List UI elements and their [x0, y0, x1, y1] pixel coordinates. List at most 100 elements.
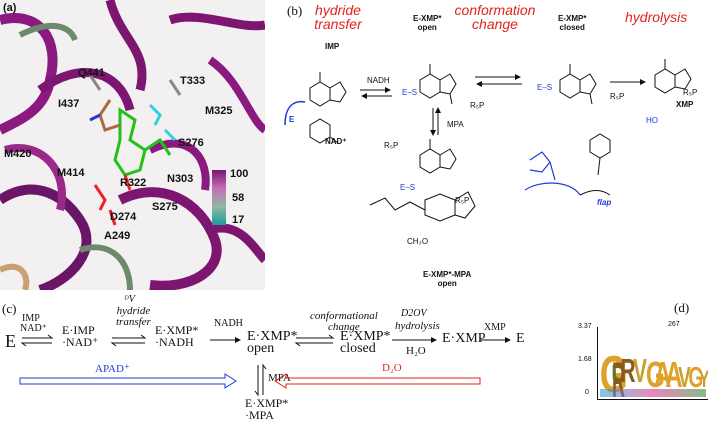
- residue-N303: N303: [167, 173, 194, 185]
- label-h2o: H₂O: [406, 345, 426, 357]
- step-hydride-transfer: hydride transfer: [314, 2, 362, 32]
- logo-g2: G: [646, 355, 665, 395]
- label-r5p-closed: R₅P: [610, 92, 625, 101]
- label-hydride-transfer-c: hydride transfer: [116, 305, 151, 328]
- ribbon-6: [37, 68, 135, 112]
- label-nad-c: NAD⁺: [20, 323, 47, 334]
- step-hydrolysis: hydrolysis: [625, 9, 688, 25]
- label-xmp: XMP: [676, 100, 694, 109]
- logo-v1: V: [633, 352, 647, 389]
- label-es-closed: E–S: [537, 83, 553, 92]
- residue-T333: T333: [180, 75, 206, 87]
- enzyme-arc-1: [284, 100, 306, 126]
- ligand-sticks: [88, 74, 182, 226]
- label-d2ov: D2OV: [401, 308, 427, 319]
- protein-structure: [0, 0, 265, 290]
- mpa-complex-structure: [369, 139, 476, 222]
- ytick-max: 3.37: [578, 323, 592, 330]
- residue-Q441: Q441: [78, 67, 105, 79]
- residue-D274: D274: [110, 211, 137, 223]
- structure-panel: (a) Q441 T333 I437 M325 M420 S276 M414 R…: [0, 0, 265, 290]
- residue-I437: I437: [58, 98, 80, 110]
- imp-structure: [309, 72, 347, 144]
- label-exmp-closed: E-XMP* closed: [558, 14, 587, 32]
- label-hydrolysis-c: hydrolysis: [395, 320, 440, 332]
- logo-r2: R: [620, 352, 635, 389]
- colorbar-mid: 58: [232, 192, 245, 204]
- exmp-closed-structure: [559, 64, 597, 105]
- kinetic-scheme-arrows: [19, 334, 511, 397]
- logo-a1: A: [654, 355, 671, 395]
- logo-g3: G: [688, 362, 703, 394]
- species-e-xmp-mpa: E·XMP* ·MPA: [245, 396, 289, 422]
- colorbar: [212, 170, 226, 225]
- xmp-structure: [654, 59, 692, 94]
- ribbon-7: [0, 184, 92, 290]
- species-e-xmp-open: E·XMP* open: [247, 329, 298, 356]
- species-e-imp-nad: E·IMP ·NAD⁺: [62, 323, 99, 349]
- logo-v2: V: [678, 362, 691, 394]
- position-label: 267: [668, 321, 680, 328]
- label-imp: IMP: [325, 42, 340, 51]
- label-exmp-open: E-XMP* open: [413, 14, 442, 32]
- ribbon-9: [117, 187, 222, 290]
- exmp-open-structure: [419, 64, 457, 105]
- species-e-end: E: [516, 331, 525, 346]
- tyr-structure: [579, 133, 611, 196]
- label-d2o: D₂O: [382, 362, 402, 374]
- residue-M414: M414: [57, 167, 85, 179]
- residue-M420: M420: [4, 148, 32, 160]
- panel-b-label: (b): [287, 3, 303, 18]
- label-imp-c: IMP: [22, 313, 40, 324]
- label-exmp-mpa: E-XMP*-MPA open: [423, 270, 472, 288]
- step-conformation-change: conformation change: [454, 2, 536, 32]
- label-es-open: E–S: [402, 88, 418, 97]
- label-r5p-mpa: R₅P: [455, 196, 470, 205]
- species-e-xmp-closed: E·XMP* closed: [340, 329, 391, 356]
- residue-S276: S276: [178, 137, 204, 149]
- label-nadh: NADH: [367, 76, 390, 85]
- logo-y: Y: [699, 367, 708, 393]
- flap-structure: [524, 151, 581, 196]
- residue-S275: S275: [152, 201, 178, 213]
- label-conformational-change: conformational change: [310, 310, 378, 333]
- label-xmp-c: XMP: [484, 322, 506, 333]
- ribbon-4: [168, 12, 265, 31]
- ribbon-11: [79, 244, 133, 290]
- apad-arrow: [19, 373, 237, 389]
- residue-M325: M325: [205, 105, 233, 117]
- logo-l: L: [612, 363, 618, 385]
- label-mpa: MPA: [447, 120, 464, 129]
- ribbon-8: [3, 144, 66, 211]
- residue-R322: R322: [120, 177, 147, 189]
- label-dv: ᴰV: [124, 294, 135, 305]
- colorbar-max: 100: [230, 168, 249, 180]
- species-e-start: E: [5, 331, 16, 351]
- sequence-logo: G R L R V G A A V G Y: [597, 327, 709, 409]
- label-apad: APAD⁺: [95, 363, 130, 375]
- ribbon-12: [208, 223, 265, 264]
- ribbon-3: [105, 0, 147, 92]
- logo-a2: A: [665, 355, 682, 395]
- mechanism-scheme: [284, 59, 692, 222]
- label-flap: flap: [597, 198, 612, 207]
- label-enzyme-e: E: [289, 115, 295, 124]
- panel-a-label: (a): [3, 2, 17, 14]
- d2o-arrow: [274, 373, 481, 389]
- label-nad: NAD⁺: [325, 137, 347, 146]
- ytick-mid: 1.68: [578, 356, 592, 363]
- label-ho: HO: [646, 116, 658, 125]
- colorbar-min: 17: [232, 214, 245, 226]
- residue-A249: A249: [104, 230, 131, 242]
- label-r5p-imp: R₅P: [384, 141, 399, 150]
- logo-letters: G R L R V G A A V G Y: [600, 347, 709, 409]
- panel-c-label: (c): [2, 301, 17, 316]
- ribbon-13: [0, 263, 30, 290]
- panel-d-label: (d): [674, 300, 690, 315]
- label-r5p-xmp: R₅P: [683, 88, 698, 97]
- label-r5p-open: R₅P: [470, 101, 485, 110]
- species-e-xmp-nadh: E·XMP* ·NADH: [155, 323, 199, 349]
- ytick-zero: 0: [585, 389, 589, 396]
- species-e-xmp: E·XMP: [442, 331, 486, 346]
- label-es-mpa: E–S: [400, 183, 416, 192]
